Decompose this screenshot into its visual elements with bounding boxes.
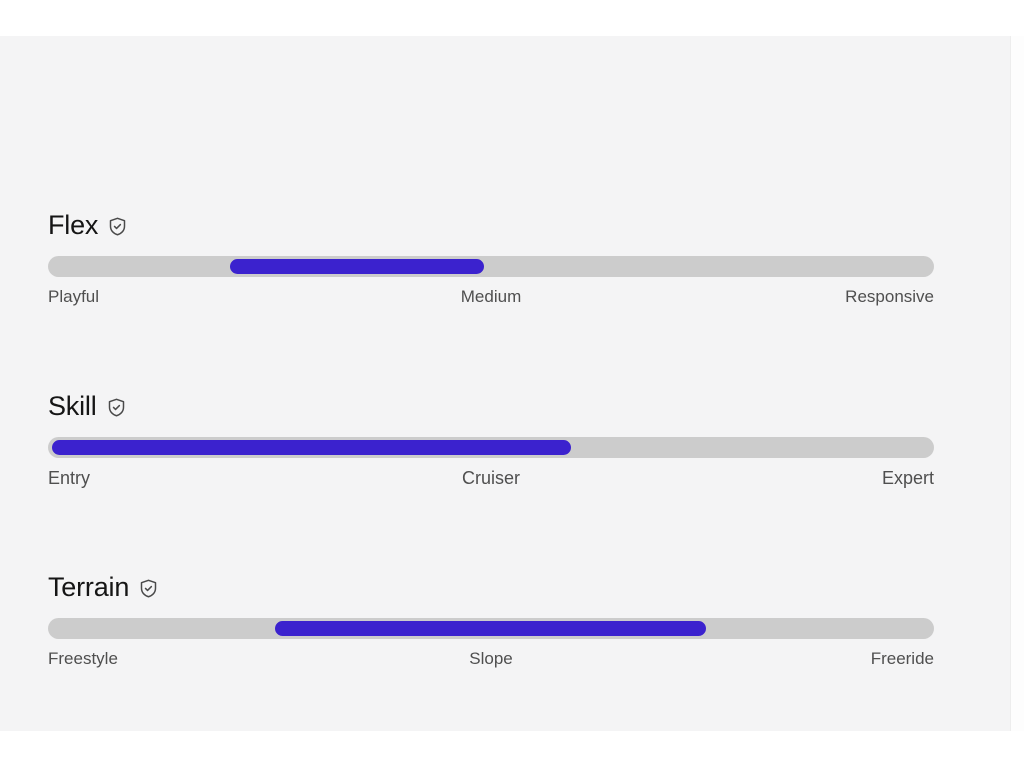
slider-header: Flex (48, 208, 934, 242)
slider-group-flex: Flex Playful Medium Responsive (48, 208, 934, 308)
slider-track-skill[interactable] (48, 437, 934, 458)
scale-label-mid: Medium (460, 287, 522, 306)
slider-track-terrain[interactable] (48, 618, 934, 639)
slider-group-skill: Skill Entry Cruiser Expert (48, 389, 934, 489)
slider-header: Terrain (48, 570, 934, 604)
shield-check-icon (138, 578, 159, 599)
slider-title: Terrain (48, 572, 130, 602)
slider-scale-skill: Entry Cruiser Expert (48, 467, 934, 489)
slider-title: Skill (48, 391, 97, 421)
slider-fill-skill[interactable] (52, 440, 571, 455)
slider-fill-flex[interactable] (229, 259, 484, 274)
scale-label-high: Freeride (870, 649, 934, 668)
slider-track-flex[interactable] (48, 256, 934, 277)
scale-label-high: Responsive (845, 287, 934, 306)
vertical-scrollbar[interactable] (1010, 36, 1024, 731)
scale-label-mid: Cruiser (461, 468, 521, 488)
shield-check-icon (106, 397, 127, 418)
scale-label-high: Expert (881, 468, 934, 488)
slider-header: Skill (48, 389, 934, 423)
slider-group-terrain: Terrain Freestyle Slope Freeride (48, 570, 934, 670)
scale-label-low: Freestyle (48, 649, 118, 668)
slider-scale-flex: Playful Medium Responsive (48, 286, 934, 308)
slider-scale-terrain: Freestyle Slope Freeride (48, 648, 934, 670)
scale-label-mid: Slope (469, 649, 513, 668)
slider-fill-terrain[interactable] (274, 621, 707, 636)
slider-title: Flex (48, 210, 99, 240)
shield-check-icon (107, 216, 128, 237)
scale-label-low: Playful (48, 287, 100, 306)
scale-label-low: Entry (48, 468, 91, 488)
content-pane: Flex Playful Medium Responsive (0, 36, 1010, 731)
